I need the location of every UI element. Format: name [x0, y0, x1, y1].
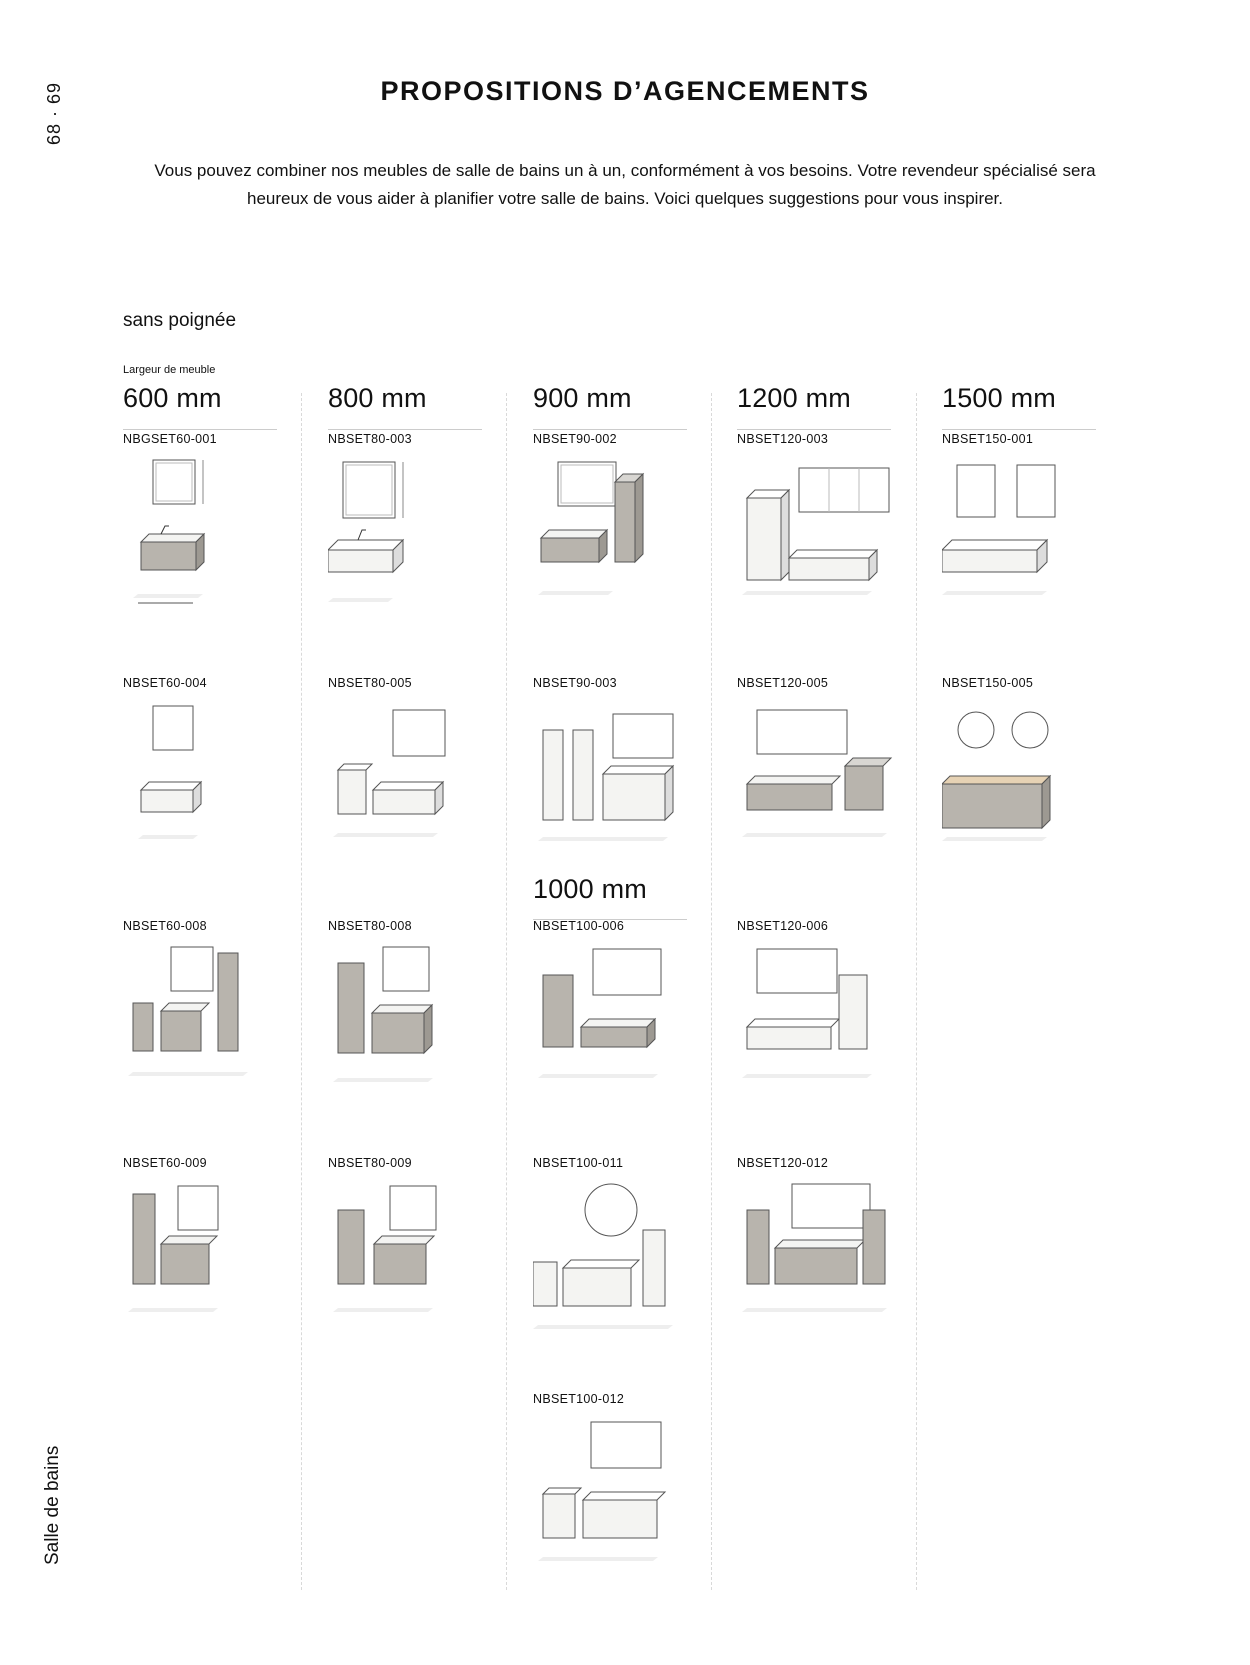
item-code: NBSET60-009	[123, 1156, 207, 1170]
item-code: NBSET60-004	[123, 676, 207, 690]
item-code: NBSET150-001	[942, 432, 1034, 446]
item-code: NBSET150-005	[942, 676, 1034, 690]
layout-drawing	[533, 1183, 673, 1329]
layout-item: NBSET60-004	[123, 676, 313, 891]
layout-item: NBSET90-002	[533, 432, 723, 647]
layout-item: NBSET90-003	[533, 676, 723, 891]
item-code: NBSET100-006	[533, 919, 625, 933]
width-heading-900: 900 mm	[533, 383, 632, 413]
layout-item: NBSET120-003	[737, 432, 927, 647]
layout-drawing	[538, 713, 675, 841]
layout-drawing	[328, 461, 405, 602]
layout-drawing	[742, 948, 872, 1078]
layout-item: NBSET150-001	[942, 432, 1132, 647]
layout-drawing	[133, 459, 206, 604]
layout-item: NBSET100-011	[533, 1156, 723, 1371]
width-heading-1000: 1000 mm	[533, 874, 647, 904]
layout-drawing	[742, 709, 893, 837]
layout-item: NBSET80-003	[328, 432, 518, 647]
layout-item: NBGSET60-001	[123, 432, 313, 647]
item-code: NBGSET60-001	[123, 432, 217, 446]
width-heading-1200: 1200 mm	[737, 383, 851, 413]
layout-item: NBSET60-009	[123, 1156, 313, 1371]
layout-item: NBSET120-005	[737, 676, 927, 891]
item-code: NBSET120-003	[737, 432, 829, 446]
layout-drawing	[538, 1421, 667, 1561]
layout-item: NBSET120-012	[737, 1156, 927, 1371]
item-code: NBSET120-006	[737, 919, 829, 933]
layout-drawing	[333, 1185, 437, 1312]
layout-drawing	[538, 461, 645, 595]
layout-item: NBSET150-005	[942, 676, 1132, 891]
layout-item: NBSET80-008	[328, 919, 518, 1134]
width-heading-800: 800 mm	[328, 383, 427, 413]
page-title: PROPOSITIONS D’AGENCEMENTS	[380, 76, 870, 106]
layout-drawing	[742, 467, 890, 595]
heading-rule	[533, 429, 687, 430]
heading-rule	[942, 429, 1096, 430]
column-separator	[301, 393, 302, 1590]
layout-drawing	[942, 711, 1052, 841]
layout-drawing	[742, 1183, 887, 1312]
item-code: NBSET80-005	[328, 676, 412, 690]
column-separator	[916, 393, 917, 1590]
layout-drawing	[128, 1185, 219, 1312]
item-code: NBSET80-003	[328, 432, 412, 446]
layout-drawing	[333, 946, 434, 1082]
side-section-label: Salle de bains	[42, 1445, 63, 1565]
item-code: NBSET80-008	[328, 919, 412, 933]
heading-rule	[737, 429, 891, 430]
item-code: NBSET120-005	[737, 676, 829, 690]
layout-item: NBSET120-006	[737, 919, 927, 1134]
layout-drawing	[333, 709, 446, 837]
intro-paragraph: Vous pouvez combiner nos meubles de sall…	[154, 161, 1096, 208]
item-code: NBSET60-008	[123, 919, 207, 933]
item-code: NBSET80-009	[328, 1156, 412, 1170]
layout-item: NBSET60-008	[123, 919, 313, 1134]
layout-item: NBSET100-012	[533, 1392, 723, 1607]
width-heading-600: 600 mm	[123, 383, 222, 413]
layout-drawing	[942, 464, 1056, 595]
item-code: NBSET90-003	[533, 676, 617, 690]
heading-rule	[328, 429, 482, 430]
layout-drawing	[538, 948, 662, 1078]
heading-rule	[533, 919, 687, 920]
layout-item: NBSET80-009	[328, 1156, 518, 1371]
item-code: NBSET100-012	[533, 1392, 625, 1406]
layout-item: NBSET100-006	[533, 919, 723, 1134]
item-code: NBSET120-012	[737, 1156, 829, 1170]
column-separator	[506, 393, 507, 1590]
item-code: NBSET90-002	[533, 432, 617, 446]
layout-drawing	[128, 946, 248, 1076]
section-heading: sans poignée	[123, 310, 237, 331]
column-separator	[711, 393, 712, 1590]
heading-rule	[123, 429, 277, 430]
item-code: NBSET100-011	[533, 1156, 624, 1170]
layout-drawing	[138, 705, 203, 839]
layout-item: NBSET80-005	[328, 676, 518, 891]
width-heading-1500: 1500 mm	[942, 383, 1056, 413]
width-caption: Largeur de meuble	[123, 364, 216, 376]
